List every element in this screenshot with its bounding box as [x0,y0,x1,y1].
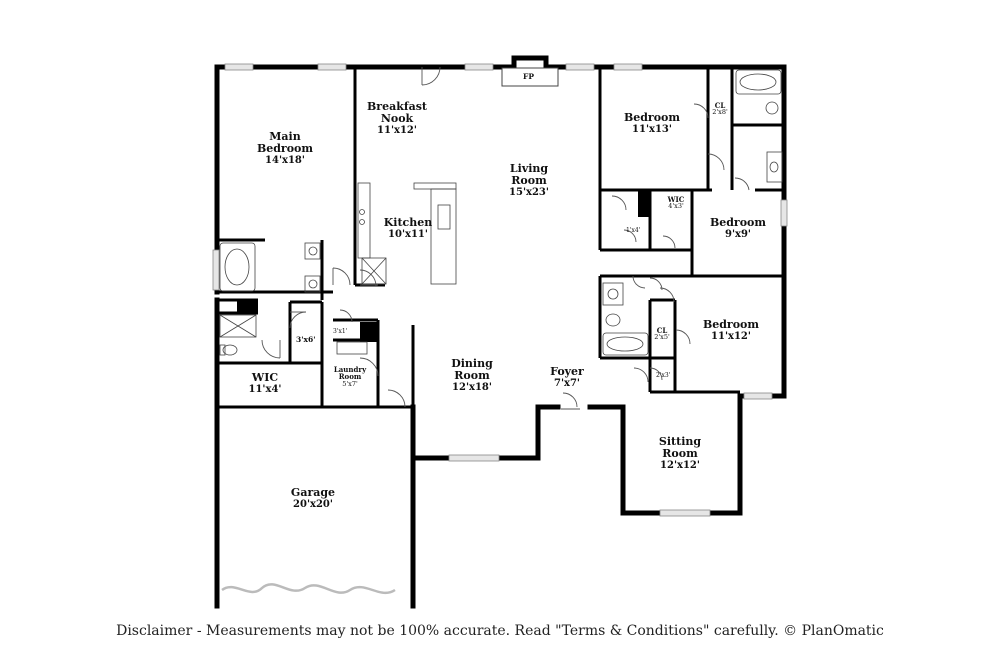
room-dims: 12'x18' [452,382,492,394]
room-sitting-room: Sitting Room 12'x12' [645,435,715,472]
room-wic-small: WIC 4'x3' [660,196,692,210]
room-name: Bedroom [702,318,760,331]
room-main-bedroom: Main Bedroom 14'x18' [250,130,320,167]
room-foyer: Foyer 7'x7' [532,365,602,390]
room-dims: 11'x13' [632,124,672,136]
room-breakfast-nook: Breakfast Nook 11'x12' [362,100,432,137]
closet-name: CL [714,101,726,110]
room-dims: 7'x7' [553,378,580,390]
fixtures [219,69,783,356]
closet-3x6-label: 3'x6' [296,335,316,344]
room-dims: 10'x11' [388,229,428,241]
closet-dims: 2'x5' [654,333,670,342]
room-dims: 11'x12' [711,331,751,343]
room-dims: 20'x20' [293,499,333,511]
closet-cl-se: CL 2'x5' [650,327,674,341]
room-dims: 11'x4' [248,384,282,396]
room-dims: 9'x9' [724,229,751,241]
room-name: Room [511,174,547,188]
room-name: Living [509,162,549,175]
closet-3x1-label: 3'x1' [333,328,348,335]
room-name: Foyer [550,365,584,378]
room-name: Main [269,130,301,143]
room-name: Garage [290,486,336,499]
room-bedroom-mid: Bedroom 9'x9' [703,216,773,241]
room-dining-room: Dining Room 12'x18' [437,357,507,394]
room-dims: 15'x23' [509,187,549,199]
closet-cl-ne: CL 2'x8' [708,102,732,116]
windows [212,63,788,517]
room-dims: 11'x12' [377,125,417,137]
room-dims: 5'x7' [342,379,358,388]
room-name: Laundry [333,365,367,374]
interior-walls [217,67,784,409]
room-name: Bedroom [256,142,314,156]
solid-blocks [237,191,651,342]
fireplace [501,67,559,87]
room-garage: Garage 20'x20' [278,486,348,511]
room-bedroom-se: Bedroom 11'x12' [696,318,766,343]
room-dims: 14'x18' [265,155,305,167]
room-name: Kitchen [383,216,433,229]
room-name: Bedroom [623,111,681,124]
closet-1x4-label: 1'x4' [626,227,641,234]
room-kitchen: Kitchen 10'x11' [373,216,443,241]
disclaimer-text: Disclaimer - Measurements may not be 100… [116,623,884,639]
room-laundry: Laundry Room 5'x7' [330,366,370,388]
room-dims: 12'x12' [660,460,700,472]
closet-2x3-label: 2'x3' [656,372,671,379]
exterior-walls [214,55,787,609]
room-name: Sitting [658,435,702,448]
room-name: WIC [251,371,279,384]
room-name: Room [662,447,698,461]
room-name: Breakfast [367,100,427,113]
room-name: Nook [380,112,414,126]
room-dims: 4'x3' [668,202,684,211]
room-living-room: Living Room 15'x23' [494,162,564,199]
room-name: WIC [667,195,685,204]
room-name: Room [454,369,490,383]
room-name: Bedroom [709,216,767,229]
room-name: Room [338,372,362,382]
closet-name: CL [656,326,668,335]
room-bedroom-ne: Bedroom 11'x13' [617,111,687,136]
fireplace-label: FP [523,72,534,81]
closet-dims: 2'x8' [712,108,728,117]
room-wic-main: WIC 11'x4' [230,371,300,396]
room-name: Dining [451,357,493,370]
doors [261,66,750,410]
garage-door-marks [221,583,396,595]
